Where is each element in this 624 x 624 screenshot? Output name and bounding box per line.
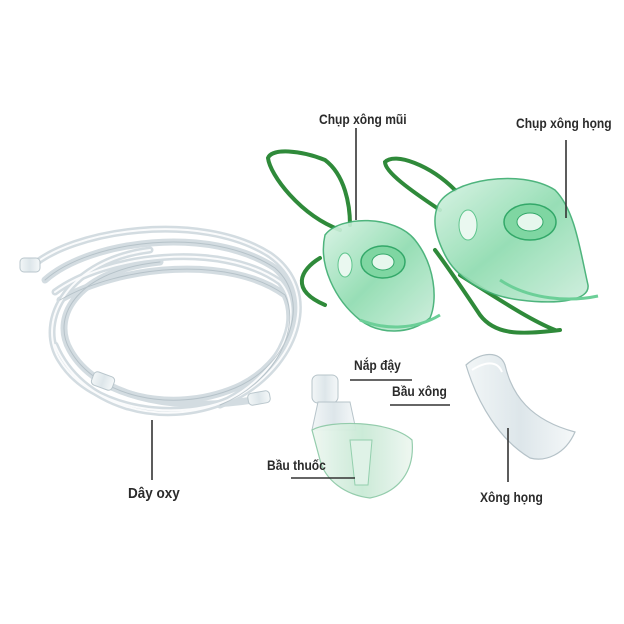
- label-throat-piece: Xông họng: [480, 489, 543, 505]
- nebulizer: [311, 374, 413, 499]
- label-medicine-cup: Bầu thuốc: [267, 457, 326, 473]
- label-oxygen-tube: Dây oxy: [128, 485, 180, 502]
- mask-straps: [265, 149, 562, 335]
- label-nasal-mask: Chụp xông mũi: [319, 111, 407, 127]
- oxygen-tube: [19, 225, 302, 417]
- nasal-mask: [322, 219, 441, 332]
- label-nebulizer-chamber: Bầu xông: [392, 383, 447, 399]
- leader-lines: [151, 128, 567, 482]
- label-throat-mask: Chụp xông họng: [516, 115, 612, 131]
- label-cap: Nắp đậy: [354, 357, 401, 373]
- throat-piece: [465, 353, 576, 460]
- throat-mask: [434, 177, 599, 303]
